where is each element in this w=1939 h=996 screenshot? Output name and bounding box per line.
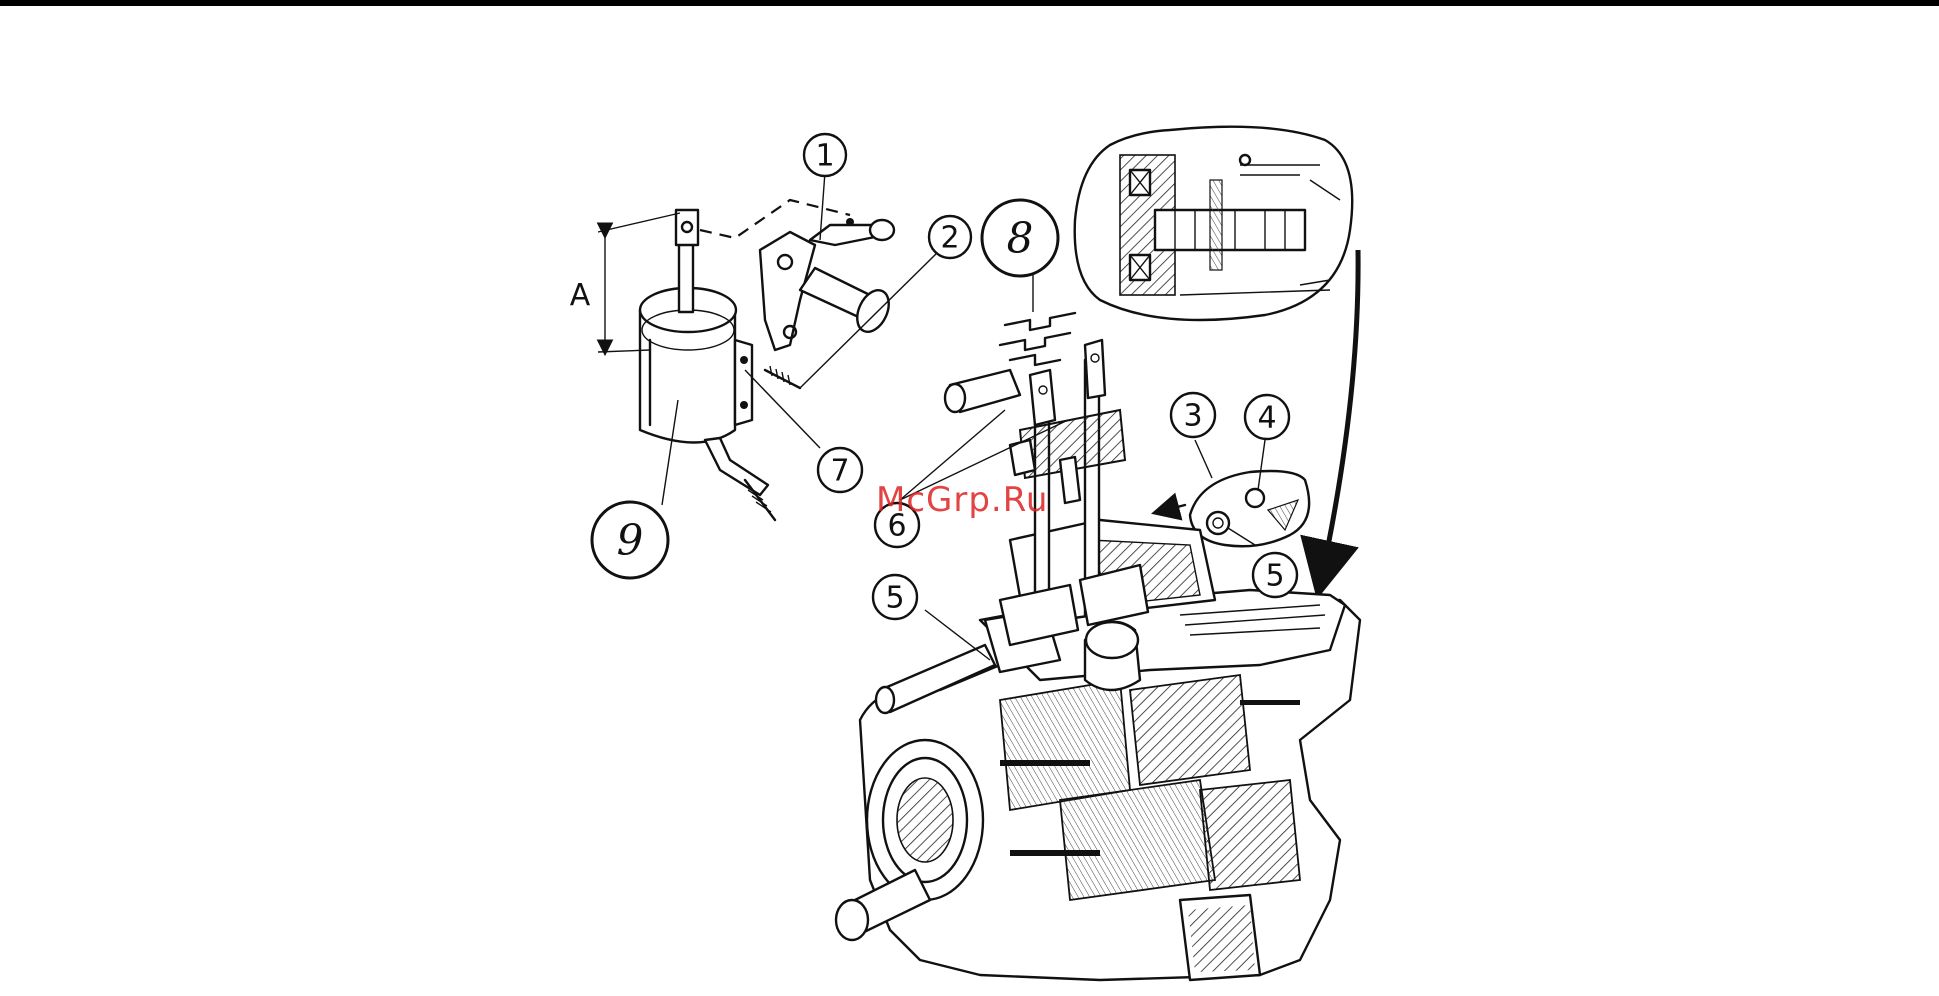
- callout-9-label: 9: [617, 516, 644, 565]
- dimension-a-label: A: [570, 278, 591, 313]
- callout-8-label: 8: [1007, 214, 1034, 263]
- callout-3: 3: [1171, 393, 1215, 437]
- callout-3-label: 3: [1183, 399, 1202, 434]
- watermark-text: McGrp.Ru: [876, 480, 1048, 520]
- callout-5-shaft: 5: [873, 575, 917, 619]
- callout-1: 1: [804, 134, 846, 176]
- callout-1-label: 1: [815, 139, 834, 174]
- callout-4-label: 4: [1257, 401, 1276, 436]
- inset-detail-bubble: [1075, 127, 1353, 320]
- callout-9: 9: [592, 502, 668, 578]
- callout-2: 2: [929, 216, 971, 258]
- shim-part: [1000, 275, 1075, 365]
- callout-7-label: 7: [830, 454, 849, 489]
- inset-pointer-arrow: [1320, 250, 1358, 585]
- callout-5-plate: 5: [1253, 553, 1297, 597]
- callout-7: 7: [818, 448, 862, 492]
- callout-5-plate-label: 5: [1265, 559, 1284, 594]
- solenoid-assembly: [640, 210, 775, 520]
- shift-lever-assembly: [760, 218, 895, 388]
- callout-5-shaft-label: 5: [885, 581, 904, 616]
- callout-2-label: 2: [940, 221, 959, 256]
- callout-8: 8: [982, 200, 1058, 276]
- callout-4: 4: [1245, 395, 1289, 439]
